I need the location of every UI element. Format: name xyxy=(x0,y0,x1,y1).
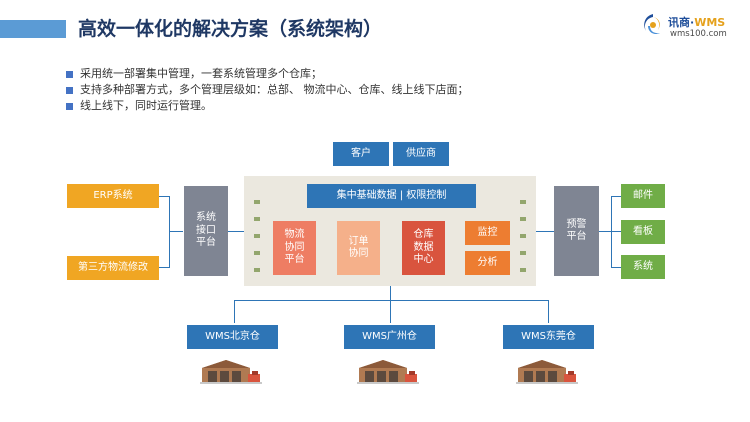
bullet-square-icon xyxy=(66,87,73,94)
connector xyxy=(611,196,621,197)
system-interface-platform: 系统 接口 平台 xyxy=(184,186,228,276)
panel-stud xyxy=(254,200,260,204)
mail-box: 邮件 xyxy=(621,184,665,208)
panel-stud xyxy=(520,234,526,238)
panel-stud xyxy=(520,251,526,255)
warehouse-data-center-box: 仓库 数据 中心 xyxy=(402,221,445,275)
connector xyxy=(169,196,170,268)
brand-logo: 讯商·WMS wms100.com xyxy=(640,10,742,44)
connector xyxy=(548,300,549,323)
customer-box: 客户 xyxy=(333,142,389,166)
connector xyxy=(390,286,391,313)
logo-brand-text: 讯商·WMS xyxy=(668,16,726,29)
logo-url: wms100.com xyxy=(670,29,727,39)
connector xyxy=(159,267,169,268)
connector xyxy=(234,300,235,323)
connector xyxy=(159,196,169,197)
wms-beijing-box: WMS北京仓 xyxy=(187,325,278,349)
third-party-logistics-box: 第三方物流修改 xyxy=(67,256,159,280)
bullet-square-icon xyxy=(66,71,73,78)
connector xyxy=(611,231,621,232)
connector xyxy=(536,231,554,232)
connector xyxy=(234,300,548,301)
bullet-item: 支持多种部署方式，多个管理层级如：总部、 物流中心、仓库、线上线下店面； xyxy=(66,82,469,98)
supplier-box: 供应商 xyxy=(393,142,449,166)
warehouse-building-icon xyxy=(516,360,578,384)
alert-platform: 预警 平台 xyxy=(554,186,599,276)
bullet-square-icon xyxy=(66,103,73,110)
core-data-permission-bar: 集中基础数据 | 权限控制 xyxy=(307,184,476,208)
erp-system-box: ERP系统 xyxy=(67,184,159,208)
analysis-box: 分析 xyxy=(465,251,510,275)
bullet-list: 采用统一部署集中管理，一套系统管理多个仓库； 支持多种部署方式，多个管理层级如：… xyxy=(66,66,469,114)
panel-stud xyxy=(520,200,526,204)
connector xyxy=(228,231,244,232)
warehouse-building-icon xyxy=(200,360,262,384)
connector xyxy=(390,300,391,323)
connector xyxy=(169,231,183,232)
connector xyxy=(611,196,612,268)
panel-stud xyxy=(254,268,260,272)
page-title: 高效一体化的解决方案（系统架构） xyxy=(78,18,383,40)
panel-stud xyxy=(520,268,526,272)
monitor-box: 监控 xyxy=(465,221,510,245)
bullet-item: 线上线下，同时运行管理。 xyxy=(66,98,469,114)
system-box: 系统 xyxy=(621,255,665,279)
logistics-collaboration-platform: 物流 协同 平台 xyxy=(273,221,316,275)
panel-stud xyxy=(254,217,260,221)
panel-stud xyxy=(254,251,260,255)
logo-swirl-icon xyxy=(644,14,660,35)
connector xyxy=(599,231,611,232)
title-accent-bar xyxy=(0,20,66,38)
wms-guangzhou-box: WMS广州仓 xyxy=(344,325,435,349)
wms-dongguan-box: WMS东莞仓 xyxy=(503,325,594,349)
connector xyxy=(611,267,621,268)
warehouse-building-icon xyxy=(357,360,419,384)
bullet-item: 采用统一部署集中管理，一套系统管理多个仓库； xyxy=(66,66,469,82)
board-box: 看板 xyxy=(621,220,665,244)
order-collaboration-box: 订单 协同 xyxy=(337,221,380,275)
panel-stud xyxy=(520,217,526,221)
panel-stud xyxy=(254,234,260,238)
